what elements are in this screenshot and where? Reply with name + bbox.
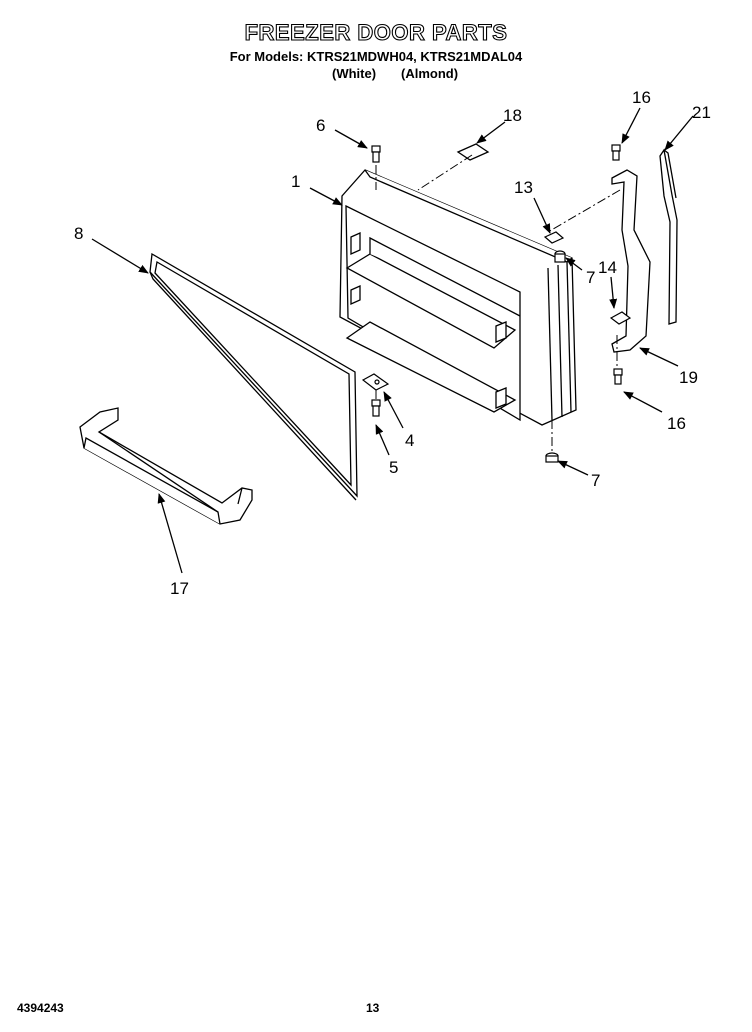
page-title: FREEZER DOOR PARTS — [244, 19, 508, 45]
callout-8: 8 — [74, 224, 83, 243]
shim-14 — [609, 311, 632, 325]
bushing-7-top — [554, 250, 566, 263]
document-number: 4394243 — [17, 1001, 64, 1015]
callout-4: 4 — [405, 431, 414, 450]
leader-arrows — [91, 107, 694, 574]
page-number: 13 — [366, 1001, 380, 1015]
callout-16-top: 16 — [632, 88, 651, 107]
freezer-door-assembly — [339, 169, 577, 426]
door-shelf-bin — [79, 407, 253, 525]
callout-1: 1 — [291, 172, 300, 191]
callout-7-top: 7 — [586, 268, 595, 287]
screw-5 — [371, 399, 381, 417]
color-white-label: (White) — [332, 66, 377, 81]
callout-14: 14 — [598, 258, 617, 277]
callout-5: 5 — [389, 458, 398, 477]
callout-16-bottom: 16 — [667, 414, 686, 433]
screw-16-bottom — [613, 368, 623, 385]
callout-6: 6 — [316, 116, 325, 135]
callout-17: 17 — [170, 579, 189, 598]
callout-19: 19 — [679, 368, 698, 387]
door-label — [456, 143, 490, 161]
callout-7-bottom: 7 — [591, 471, 600, 490]
alignment-lines — [375, 154, 621, 452]
callout-21: 21 — [692, 103, 711, 122]
color-almond-label: (Almond) — [401, 66, 459, 81]
callout-13: 13 — [514, 178, 533, 197]
screw-6 — [371, 145, 381, 163]
lower-hinge-bracket — [611, 169, 651, 353]
door-trim-strip — [659, 148, 678, 325]
plug-7-bottom — [545, 452, 559, 463]
callout-numbers: 1 8 6 18 13 7 16 21 14 19 16 4 5 7 17 — [74, 88, 711, 598]
door-gasket — [149, 252, 358, 501]
shim-13 — [543, 231, 565, 244]
screw-16-top — [611, 144, 621, 161]
callout-18: 18 — [503, 106, 522, 125]
models-line: For Models: KTRS21MDWH04, KTRS21MDAL04 — [229, 49, 523, 64]
hinge-bracket-4 — [361, 373, 390, 391]
